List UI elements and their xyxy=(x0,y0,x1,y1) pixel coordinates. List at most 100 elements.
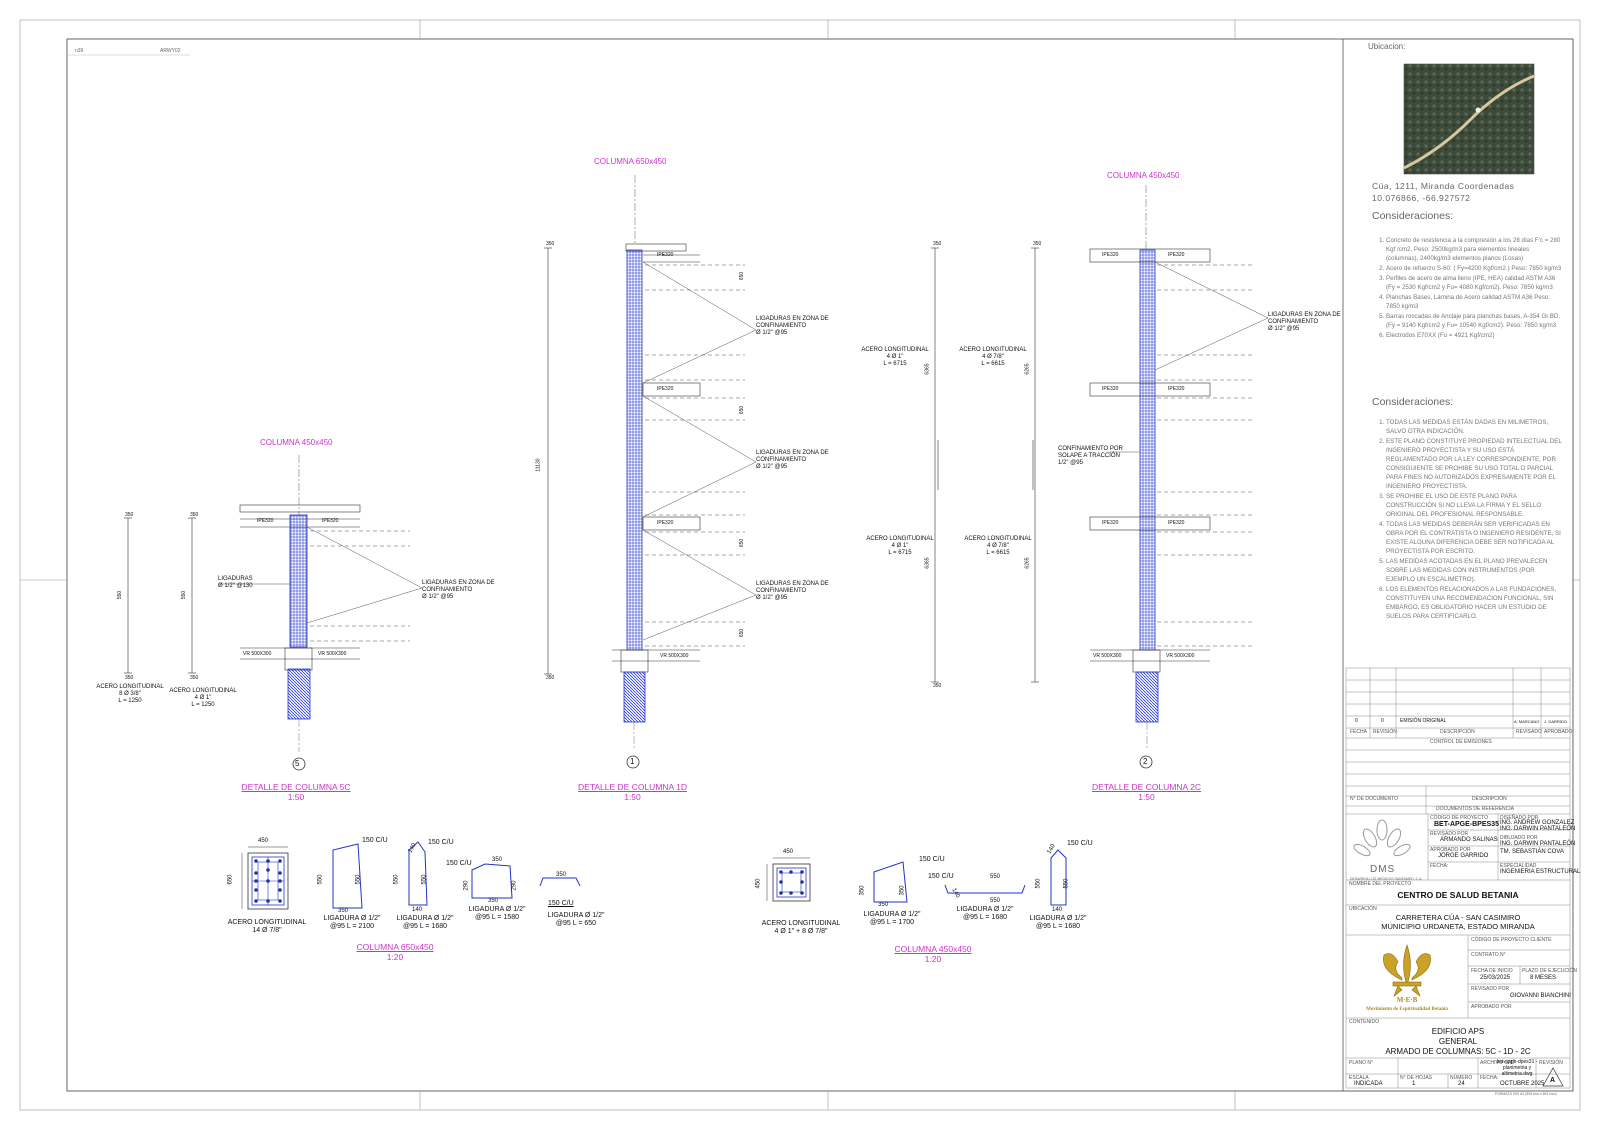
column-1d-title: COLUMNA 650x450 xyxy=(594,157,667,166)
ubicacion-label: Ubicacion: xyxy=(1368,42,1406,51)
column-1d-elevation xyxy=(544,175,757,769)
s450-dim-450-a: 450 xyxy=(783,849,794,855)
s450-dim-140-c: 140 xyxy=(1052,907,1063,913)
s650-cu-2: 150 C/U xyxy=(428,839,454,846)
tb-especialidad: INGENIERIA ESTRUCTURAL xyxy=(1500,869,1581,875)
consideration-item: SE PROHIBE EL USO DE ESTE PLANO PARA CON… xyxy=(1386,492,1562,519)
consideration-item: LAS MEDIDAS ACOTADAS EN EL PLANO PREVALE… xyxy=(1386,557,1562,584)
s450-dim-550-c: 550 xyxy=(1035,878,1042,889)
s650-dim-550-d: 550 xyxy=(421,874,428,885)
tb-formato: FORMATO ISO A1 (594 mm x 841 mm) xyxy=(1495,1092,1557,1096)
tb-diseno-label: DISEÑADO POR xyxy=(1500,815,1539,821)
column-2c-vr-b: VR 500X300 xyxy=(1166,653,1195,659)
s650-dim-350-e: 350 xyxy=(556,872,567,878)
s650-dim-350-c: 350 xyxy=(492,857,503,863)
column-2c-vr-a: VR 500X300 xyxy=(1093,653,1122,659)
column-2c-title: COLUMNA 450x450 xyxy=(1107,171,1180,180)
tb-especialidad-label: ESPECIALIDAD xyxy=(1500,863,1537,869)
column-5c-ipe-right: IPE320 xyxy=(322,518,339,524)
column-1d-vr: VR 500X300 xyxy=(660,653,689,659)
dms-logo-subtitle: DESARROLLOS MEDICOS SANTAMED, C.A. xyxy=(1350,877,1423,881)
s450-dim-350-b: 350 xyxy=(859,885,866,896)
tb-revision-label: REVISIÓN xyxy=(1539,1060,1563,1066)
tb-cliente-label: CÓDIGO DE PROYECTO CLIENTE xyxy=(1471,937,1552,943)
tb-ubic-label: UBICACIÓN xyxy=(1349,906,1377,912)
tb-hojas-label: N° DE HOJAS xyxy=(1400,1075,1433,1081)
tb-numero: 24 xyxy=(1458,1081,1465,1087)
s450-ligadura-3: LIGADURA Ø 1/2"@95 L = 1680 xyxy=(1029,915,1087,930)
s650-dim-550-b: 550 xyxy=(355,874,362,885)
s650-dim-290-a: 290 xyxy=(463,880,470,891)
dim-1d-650-b: 650 xyxy=(739,405,746,415)
tb-descripcion: DESCRIPCIÓN xyxy=(1472,796,1507,802)
header-code: n39 xyxy=(75,48,84,54)
dim-5c-350-top-a: 350 xyxy=(125,512,134,518)
considerations-list-2: TODAS LAS MEDIDAS ESTÁN DADAS EN MILIMET… xyxy=(1372,418,1562,622)
tb-aprobado-label: APROBADO POR xyxy=(1430,847,1471,853)
column-1d-ipe-1: IPE320 xyxy=(657,252,674,258)
dim-2c-6365-b: 6365 xyxy=(924,557,931,569)
dms-logo-text: DMS xyxy=(1370,864,1396,875)
column-5c-ipe-left: IPE320 xyxy=(257,518,274,524)
tb-rev2: GIOVANNI BIANCHINI xyxy=(1510,993,1571,999)
tb-h-aprobado: APROBADO xyxy=(1544,729,1573,735)
tb-fecha-label: FECHA: xyxy=(1430,863,1449,869)
tb-rev-desc: EMISIÓN ORIGINAL xyxy=(1400,718,1447,724)
dim-2c-6265-b: 6265 xyxy=(1024,557,1031,569)
consideration-item: ESTE PLANO CONSTITUYE PROPIEDAD INTELECT… xyxy=(1386,437,1562,491)
tb-codigo: BET-APGE-BPES35 xyxy=(1434,821,1499,828)
info-panel xyxy=(1345,63,1571,1089)
tb-dibujado-label: DIBUJADO POR xyxy=(1500,835,1538,841)
column-1d-ipe-2: IPE320 xyxy=(657,386,674,392)
tb-h-fecha: FECHA xyxy=(1350,729,1367,735)
tb-apr2-label: APROBADO POR xyxy=(1471,1004,1512,1010)
sheet-border xyxy=(19,19,1581,1111)
tb-fecha2: OCTUBRE 2025 xyxy=(1500,1081,1545,1087)
column-1d-marker: 1 xyxy=(630,757,635,766)
s650-dim-450: 450 xyxy=(258,838,269,844)
s650-cu-1: 150 C/U xyxy=(362,837,388,844)
tb-proyecto-label: NOMBRE DEL PROYECTO xyxy=(1349,881,1412,887)
column-2c-ipe-3a: IPE320 xyxy=(1102,520,1119,526)
tb-inicio-label: FECHA DE INICIO xyxy=(1471,968,1513,974)
tb-aprobado: JORGE GARRIDO xyxy=(1438,853,1489,859)
tb-archivo: bet-appb-dpes31 -planimetria y altimetri… xyxy=(1496,1059,1538,1077)
dim-5c-350-top-b: 350 xyxy=(190,512,199,518)
consideration-item: TODAS LAS MEDIDAS ESTÁN DADAS EN MILIMET… xyxy=(1386,418,1562,436)
column-2c-ipe-2a: IPE320 xyxy=(1102,386,1119,392)
s450-dim-450-b: 450 xyxy=(755,878,762,889)
tb-docref: DOCUMENTOS DE REFERENCIA xyxy=(1436,806,1514,812)
tb-escala-label: ESCALA xyxy=(1349,1075,1369,1081)
consideration-item: Planchas Bases, Lámina de Acero calidad … xyxy=(1386,293,1562,311)
consideration-item: Concreto de resistencia a la compresión … xyxy=(1386,236,1562,263)
s450-dim-350-a: 350 xyxy=(878,902,889,908)
dim-2c-6365-a: 6365 xyxy=(924,363,931,375)
tb-ndoc: N° DE DOCUMENTO xyxy=(1350,796,1399,802)
meb-fleur-de-lis-logo xyxy=(1383,944,1431,997)
tb-rev-revision: 0 xyxy=(1381,718,1384,724)
dms-logo xyxy=(1353,819,1411,857)
tb-escala: INDICADA xyxy=(1354,1081,1383,1087)
tb-rev-revisado: A. MARCANO xyxy=(1514,719,1540,724)
column-2c-ipe-1b: IPE320 xyxy=(1168,252,1185,258)
s650-dim-650: 650 xyxy=(227,874,234,885)
tb-archivo-label: ARCHIVO CAD xyxy=(1480,1060,1515,1066)
s450-cu-1: 150 C/U xyxy=(919,856,945,863)
s650-dim-350: 350 xyxy=(338,908,349,914)
tb-revisado-label: REVISADO POR xyxy=(1430,831,1469,837)
column-5c-elevation xyxy=(124,455,423,771)
tb-h-revision: REVISIÓN xyxy=(1373,729,1397,735)
s650-ligadura-4: LIGADURA Ø 1/2"@95 L = 650 xyxy=(547,912,605,927)
s650-dim-350-d: 350 xyxy=(488,898,499,904)
consideration-item: Perfiles de acero de alma lleno (IPE, HE… xyxy=(1386,274,1562,292)
